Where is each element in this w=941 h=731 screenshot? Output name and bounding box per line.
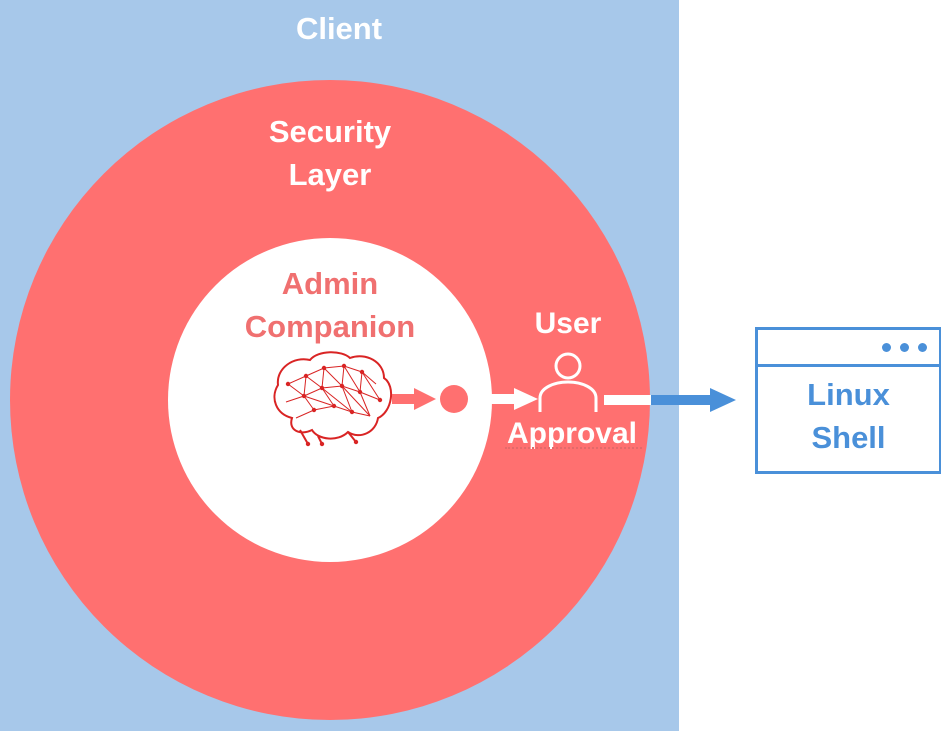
security-layer-title: Security Layer xyxy=(210,110,450,196)
window-dot-icon xyxy=(918,343,927,352)
admin-companion-line-2: Companion xyxy=(244,309,416,344)
linux-shell-label: Linux Shell xyxy=(758,373,939,459)
window-dot-icon xyxy=(882,343,891,352)
window-titlebar xyxy=(758,330,939,367)
client-title: Client xyxy=(295,11,383,46)
linux-shell-line-2: Shell xyxy=(811,420,886,455)
approval-label: Approval xyxy=(506,417,638,450)
arrow-brain-to-node xyxy=(392,388,436,410)
approval-underline xyxy=(505,447,642,449)
user-icon xyxy=(538,352,598,412)
arrow-user-to-shell xyxy=(604,388,736,412)
window-dot-icon xyxy=(900,343,909,352)
brain-network-icon xyxy=(273,351,393,447)
admin-companion-line-1: Admin xyxy=(281,266,379,301)
arrow-node-to-user xyxy=(468,388,538,410)
user-label: User xyxy=(534,307,602,340)
linux-shell-line-1: Linux xyxy=(807,377,890,412)
security-layer-line-1: Security xyxy=(268,114,392,149)
linux-shell-window: Linux Shell xyxy=(755,327,941,474)
admin-companion-title: Admin Companion xyxy=(200,262,460,348)
flow-node xyxy=(440,385,468,413)
security-layer-line-2: Layer xyxy=(288,157,372,192)
